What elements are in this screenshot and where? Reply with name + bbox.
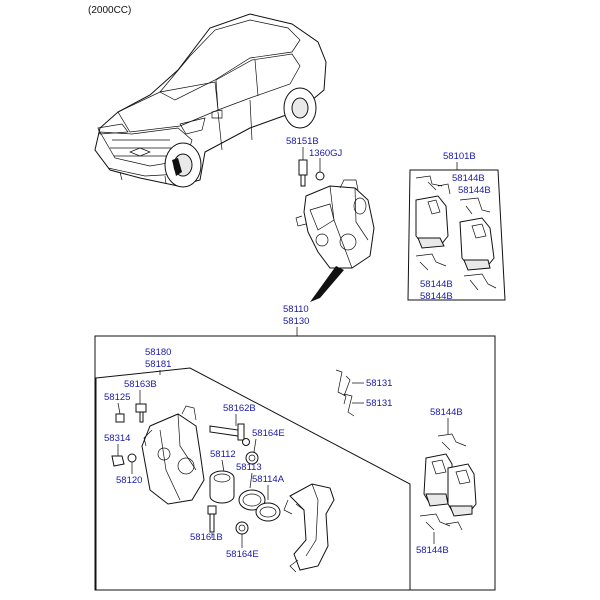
part-58131-a[interactable]: 58131 [366,378,392,389]
part-58163B[interactable]: 58163B [124,379,157,390]
part-58144B-f[interactable]: 58144B [416,545,449,556]
part-58125[interactable]: 58125 [104,392,130,403]
part-58314[interactable]: 58314 [104,433,130,444]
part-58144B-a[interactable]: 58144B [452,173,485,184]
part-58113[interactable]: 58113 [236,462,262,473]
part-58181[interactable]: 58181 [145,359,171,370]
part-58164E-b[interactable]: 58164E [226,549,259,560]
part-58144B-e[interactable]: 58144B [430,407,463,418]
part-58144B-c[interactable]: 58144B [420,279,453,290]
part-58130[interactable]: 58130 [283,316,309,327]
exploded-parts: 58163B 58125 58314 58120 58162B 58164E [104,369,477,573]
part-58101B[interactable]: 58101B [443,151,476,162]
part-58162B[interactable]: 58162B [223,403,256,414]
caliper-subassembly-frame [95,367,411,591]
part-58120[interactable]: 58120 [116,475,142,486]
caliper-assembly-top: 58151B 1360GJ [286,136,375,302]
part-58112[interactable]: 58112 [210,449,236,460]
part-58144B-b[interactable]: 58144B [458,185,491,196]
pad-kit-box: 58101B 58144B 58144B 58144B 58144B [407,151,506,302]
part-58110[interactable]: 58110 [283,304,309,315]
part-58114A[interactable]: 58114A [252,474,285,485]
engine-spec-label: (2000CC) [88,5,131,16]
part-58151B[interactable]: 58151B [286,136,319,147]
part-58164E-a[interactable]: 58164E [252,428,285,439]
part-1360GJ[interactable]: 1360GJ [309,148,343,159]
vehicle-illustration [94,13,327,188]
part-58144B-d[interactable]: 58144B [420,291,453,302]
part-58161B[interactable]: 58161B [190,532,223,543]
part-58180[interactable]: 58180 [145,347,171,358]
part-58131-b[interactable]: 58131 [366,398,392,409]
